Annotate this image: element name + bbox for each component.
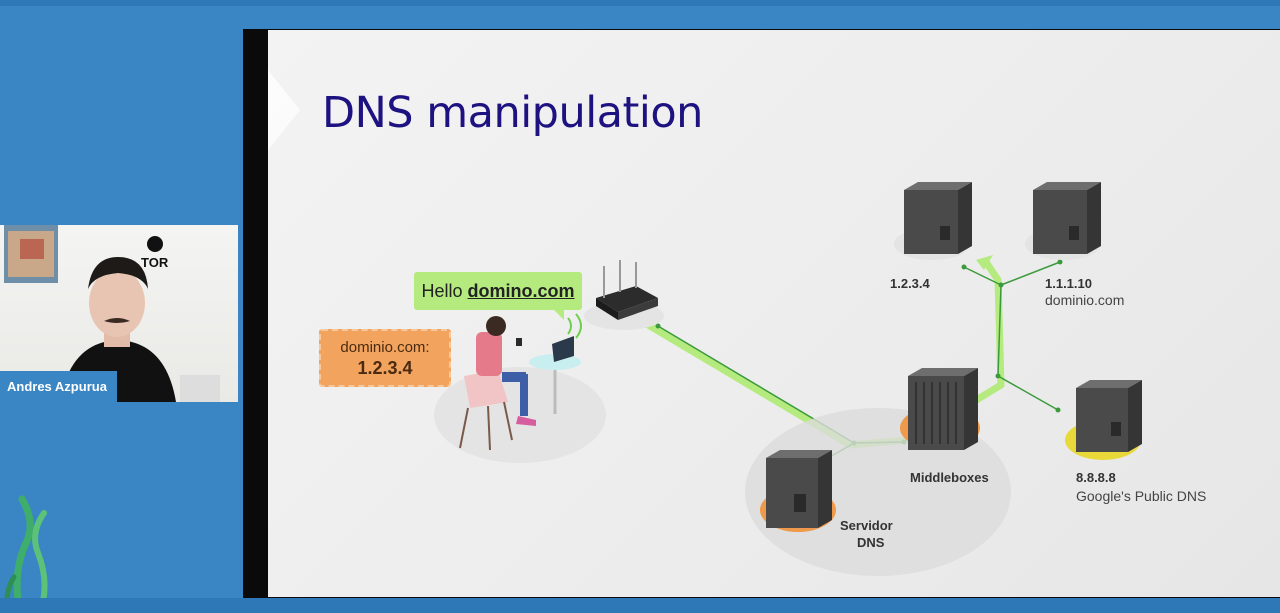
server-icon-1-1-1-10 bbox=[1025, 182, 1101, 260]
webcam-scene bbox=[4, 225, 220, 402]
person-with-laptop-illustration bbox=[459, 316, 581, 451]
server-icon-middlebox bbox=[900, 368, 980, 450]
server-icon-8-8-8-8 bbox=[1065, 380, 1142, 460]
participant-name-label: Andres Azpurua bbox=[0, 371, 117, 402]
slide-chevron-decoration bbox=[268, 70, 300, 150]
cache-ip: 1.2.3.4 bbox=[357, 358, 413, 378]
seaweed-decoration bbox=[4, 495, 48, 613]
server-icon-servidor-dns bbox=[760, 450, 836, 532]
server-icon-1-2-3-4 bbox=[894, 182, 972, 260]
server-caption-2: dominio.com bbox=[1045, 292, 1125, 308]
local-dns-cache-bubble: dominio.com: 1.2.3.4 bbox=[319, 329, 451, 387]
network-diagram bbox=[434, 182, 1142, 576]
slide-title: DNS manipulation bbox=[322, 88, 703, 138]
bubble-prefix: Hello bbox=[421, 281, 468, 301]
top-bar bbox=[0, 0, 1280, 6]
bubble-domain: domino.com bbox=[467, 281, 575, 301]
servidor-label-line2: DNS bbox=[857, 535, 885, 550]
wifi-router-icon bbox=[567, 260, 664, 339]
servidor-label-line1: Servidor bbox=[840, 518, 893, 533]
cache-domain: dominio.com: bbox=[340, 339, 430, 356]
server-caption-3: Google's Public DNS bbox=[1076, 488, 1207, 504]
hello-domain-bubble: Hello domino.com bbox=[414, 272, 582, 320]
server-ip-label-2: 1.1.1.10 bbox=[1045, 276, 1092, 291]
presentation-slide: DNS manipulation bbox=[268, 30, 1280, 597]
server-ip-label-1: 1.2.3.4 bbox=[890, 276, 930, 291]
bottom-strip bbox=[0, 598, 1280, 613]
arrow-head bbox=[976, 255, 993, 270]
server-ip-label-3: 8.8.8.8 bbox=[1076, 470, 1116, 485]
poster-tor-text: TOR bbox=[141, 255, 169, 270]
middleboxes-label: Middleboxes bbox=[910, 470, 989, 485]
